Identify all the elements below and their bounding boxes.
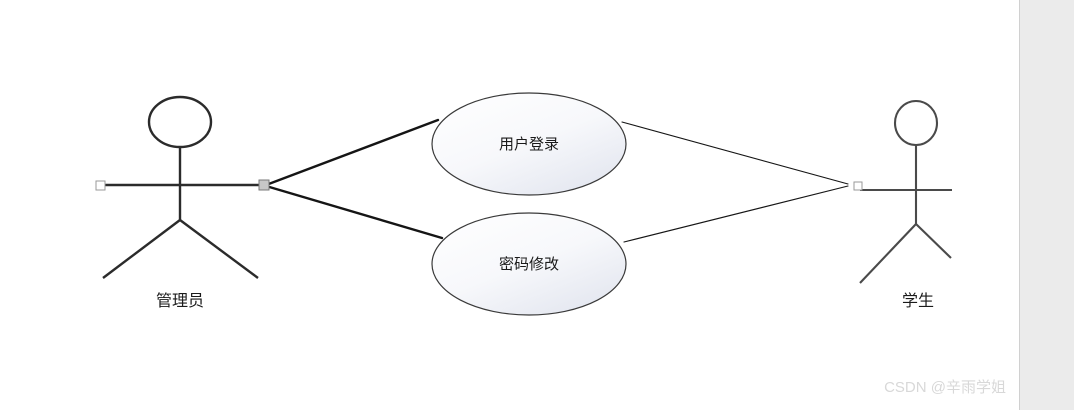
actor-right-leg-line xyxy=(915,223,952,259)
association-password-change-to-student[interactable] xyxy=(623,185,849,243)
right-side-panel xyxy=(1019,0,1074,410)
connection-handles xyxy=(95,179,863,191)
actor-label-student: 学生 xyxy=(902,292,934,310)
actor-left-leg-line xyxy=(102,219,181,279)
association-admin-to-user-login[interactable] xyxy=(264,118,440,187)
use-case-ellipse[interactable] xyxy=(431,212,627,316)
student-arm-left-handle[interactable] xyxy=(853,181,863,191)
actor-label-administrator: 管理员 xyxy=(156,292,204,310)
association-lines xyxy=(264,118,849,243)
admin-arm-right-handle[interactable] xyxy=(258,179,270,191)
actor-student[interactable]: 学生 xyxy=(859,99,952,310)
actor-head-icon xyxy=(147,95,213,149)
actor-administrator[interactable]: 管理员 xyxy=(100,95,264,310)
use-case-user-login[interactable]: 用户登录 xyxy=(431,92,627,196)
use-case-label-password-change: 密码修改 xyxy=(499,256,559,273)
actor-left-leg-line xyxy=(859,223,917,284)
actor-head-icon xyxy=(893,99,939,147)
csdn-watermark: CSDN @辛雨学姐 xyxy=(884,379,1006,396)
use-case-password-change[interactable]: 密码修改 xyxy=(431,212,627,316)
admin-arm-left-handle[interactable] xyxy=(95,180,106,191)
use-case-label-user-login: 用户登录 xyxy=(499,136,559,153)
association-admin-to-password-change[interactable] xyxy=(264,184,444,240)
association-user-login-to-student[interactable] xyxy=(621,121,849,185)
use-case-ellipse[interactable] xyxy=(431,92,627,196)
actor-right-leg-line xyxy=(179,219,259,279)
